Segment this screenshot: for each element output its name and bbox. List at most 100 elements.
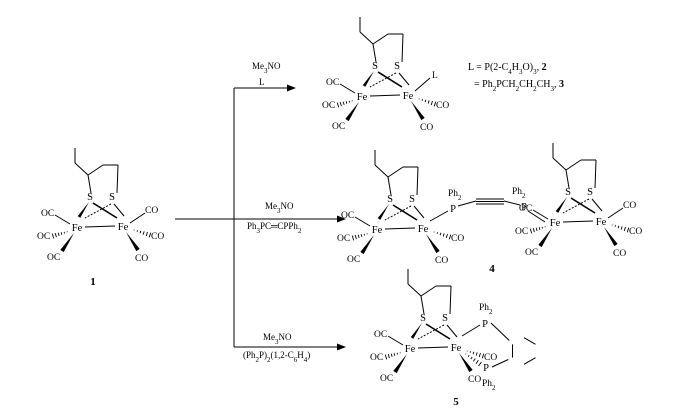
fe-co-wedge: [360, 235, 374, 255]
oc-label: OC: [341, 211, 354, 221]
s-fe-wedge: [377, 204, 389, 220]
c-s-bond: [449, 285, 452, 315]
s-fe-bond: [84, 203, 112, 219]
s-fe-bond: [113, 203, 125, 217]
phosphorus-right: P: [521, 202, 527, 213]
phenyl-2-left: Ph2: [448, 189, 462, 202]
s-fe-bond: [398, 72, 410, 86]
backbone-bond: [87, 164, 104, 176]
phenyl-2-p1: Ph2: [479, 303, 493, 316]
ethyl-bond: [74, 162, 89, 176]
fe-fe-bond: [369, 94, 401, 97]
co-label: CO: [145, 206, 158, 216]
ethyl-bond: [374, 164, 389, 178]
oc-label: OC: [332, 122, 345, 132]
c-p-bond: [503, 200, 521, 206]
iron-2: Fe: [596, 217, 607, 228]
sulfur-2: S: [587, 187, 593, 198]
reagent-top-me3no: Me3NO: [252, 61, 281, 75]
oc-label: OC: [41, 209, 54, 219]
p-fe-bond: [527, 210, 546, 223]
s-fe-wedge: [362, 71, 374, 87]
fe-co-hash: [466, 350, 485, 359]
compound-4-number: 4: [489, 263, 495, 275]
co-label: CO: [135, 254, 148, 264]
co-label: CO: [151, 232, 164, 242]
fe-co-wedge: [345, 102, 359, 122]
arrowhead: [287, 84, 296, 92]
s-fe-bond: [413, 205, 425, 219]
backbone-bond: [387, 166, 404, 178]
fe-co-hash: [384, 352, 401, 360]
co-label: CO: [420, 123, 433, 133]
fe-co-hash: [351, 233, 368, 241]
oc-label: OC: [374, 330, 387, 340]
p-aryl-bond: [491, 359, 509, 368]
s-fe-bond: [446, 324, 458, 338]
phenyl-2-p2: Ph2: [482, 379, 496, 392]
fe-co-bond: [339, 83, 356, 94]
phenyl-2-right: Ph2: [512, 187, 526, 200]
s-fe-bond: [562, 198, 590, 214]
c-s-bond: [416, 166, 419, 196]
oc-label: OC: [347, 255, 360, 265]
oc-label: OC: [322, 101, 335, 111]
fe-co-wedge: [604, 227, 618, 247]
fe-co-wedge: [538, 228, 552, 248]
fe-co-hash: [611, 224, 630, 233]
iron-2: Fe: [418, 224, 429, 235]
fe-fe-bond: [384, 227, 416, 230]
iron-1: Fe: [405, 344, 416, 355]
fe-co-wedge: [393, 354, 407, 374]
fe-co-bond: [607, 207, 624, 219]
iron-1: Fe: [372, 225, 383, 236]
iron-2: Fe: [118, 222, 129, 233]
co-label: CO: [484, 353, 497, 363]
co-label: CO: [451, 234, 464, 244]
c-s-bond: [387, 176, 392, 196]
s-fe-wedge: [555, 197, 567, 213]
ethyl-bond: [359, 31, 374, 45]
phosphorus-1: P: [482, 319, 488, 330]
iron-2: Fe: [451, 343, 462, 354]
s-fe-wedge: [77, 202, 89, 218]
ethyl-bond: [552, 157, 567, 171]
oc-label: OC: [380, 374, 393, 384]
fe-co-bond: [532, 209, 549, 220]
ethyl-bond: [407, 283, 422, 297]
fe-fe-bond: [417, 346, 449, 349]
s-fe-bond: [92, 202, 118, 219]
co-label: CO: [629, 227, 642, 237]
sulfur-2: S: [109, 192, 115, 203]
fe-co-wedge: [459, 353, 473, 373]
backbone-bond: [372, 33, 389, 45]
reagent-bottom-diphosphine: (Ph2P)2(1,2-C6H4): [243, 350, 310, 364]
fe-fe-bond: [562, 220, 594, 223]
co-label: CO: [468, 375, 481, 385]
fe-co-hash: [133, 229, 152, 238]
oc-label: OC: [525, 248, 538, 258]
c-s-bond: [116, 164, 119, 194]
c-s-bond: [565, 169, 570, 189]
s-fe-bond: [369, 72, 397, 88]
reagent-bottom-me3no: Me3NO: [263, 332, 292, 346]
fe-p-bond: [429, 210, 449, 222]
oc-label: OC: [37, 232, 50, 242]
fe-co-hash: [529, 226, 546, 234]
c-s-bond: [420, 295, 425, 315]
fe-fe-bond: [84, 225, 116, 228]
fe-co-hash: [336, 100, 353, 108]
p-aryl-bond: [490, 322, 510, 341]
s-fe-bond: [392, 204, 418, 221]
phosphorus-left: P: [450, 204, 456, 215]
c-s-bond: [87, 174, 92, 194]
s-fe-bond: [425, 323, 451, 340]
arrowhead: [337, 343, 346, 351]
oc-label: OC: [326, 78, 339, 88]
p-c-bond: [457, 200, 477, 207]
fe-l-bond: [414, 77, 431, 92]
